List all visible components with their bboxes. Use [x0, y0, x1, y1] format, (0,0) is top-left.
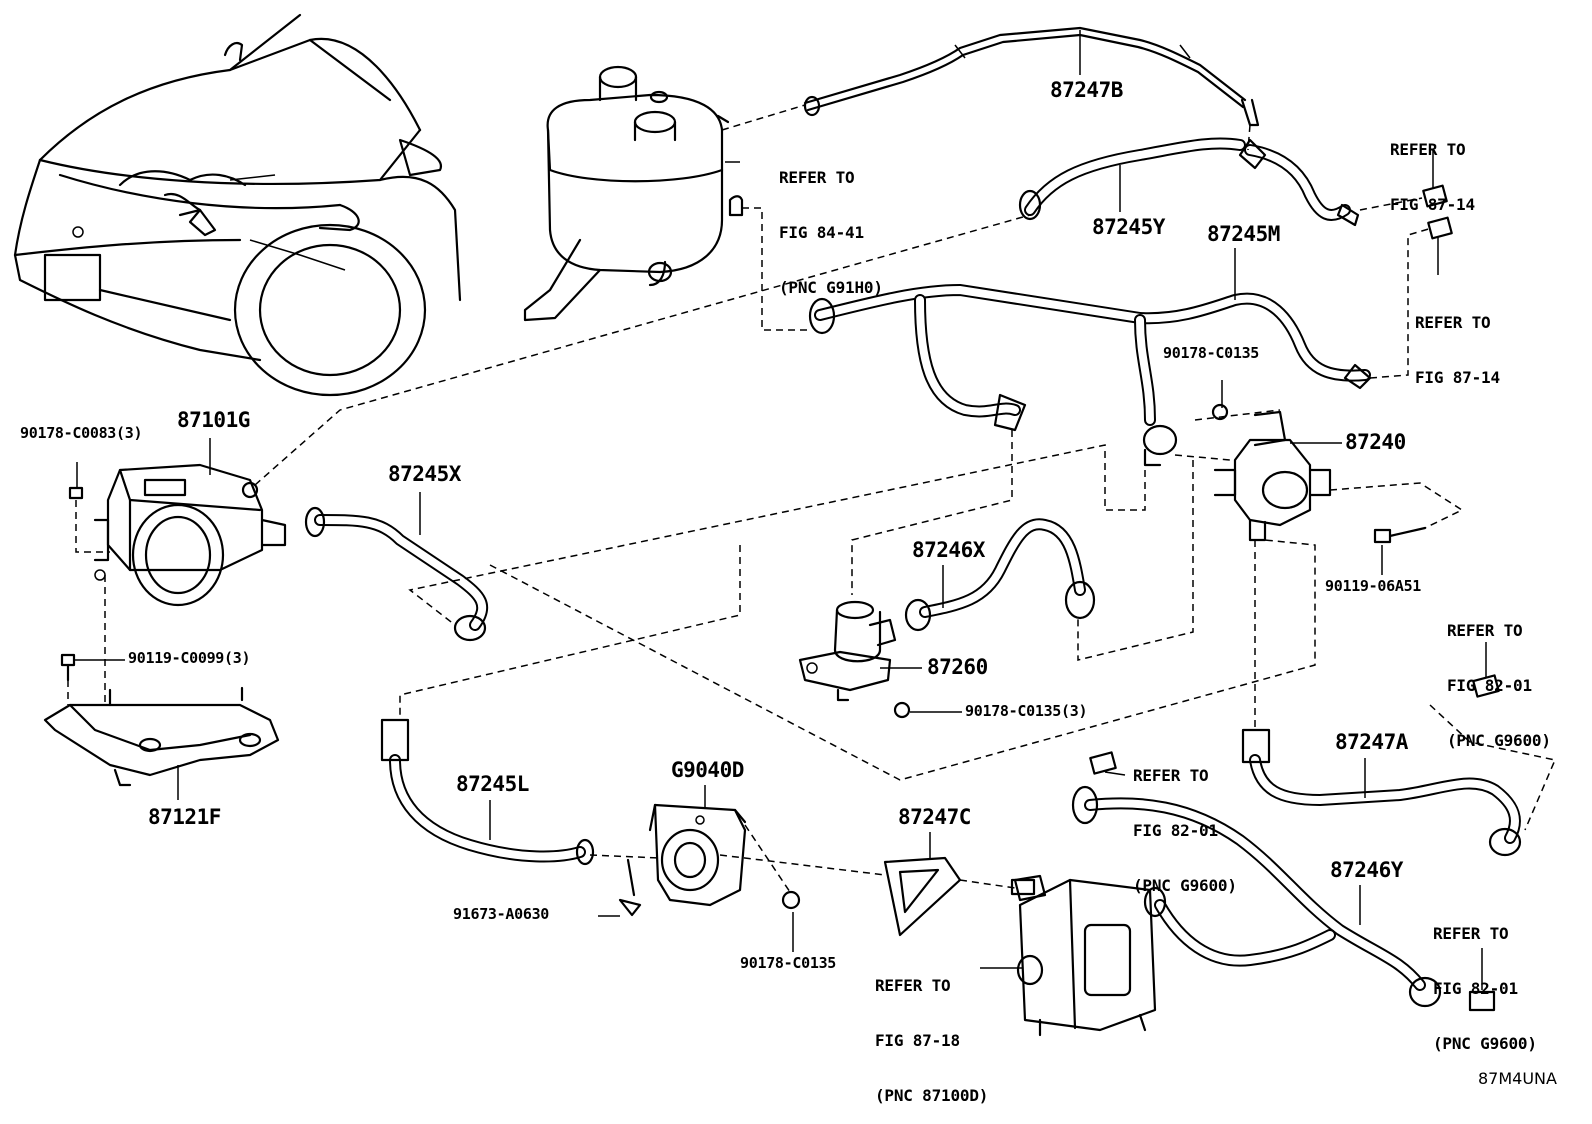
label-fastener-f3: 90178-C0135 [1163, 344, 1260, 362]
connection-lines [67, 104, 1557, 893]
label-87121F: 87121F [148, 805, 221, 829]
label-87245M: 87245M [1207, 222, 1280, 246]
heater-unit [1013, 874, 1157, 1037]
label-87247B: 87247B [1050, 78, 1123, 102]
label-fastener-f5: 90178-C0135(3) [965, 702, 1088, 720]
label-87240: 87240 [1345, 430, 1406, 454]
ref-line: REFER TO [1133, 765, 1209, 785]
ref-fig-87-14-lower: REFER TO FIG 87-14 [1415, 277, 1500, 406]
ref-line: FIG 82-01 [1447, 675, 1532, 695]
diagram-drawing [13, 13, 1557, 1037]
ref-fig-84-41: REFER TO FIG 84-41 (PNC G91H0) [779, 132, 883, 316]
label-87247A: 87247A [1335, 730, 1408, 754]
label-fastener-f7: 90178-C0135 [740, 954, 837, 972]
ref-line: REFER TO [1415, 312, 1491, 332]
label-fastener-f1: 90178-C0083(3) [20, 424, 143, 442]
ref-fig-87-18: REFER TO FIG 87-18 (PNC 87100D) [875, 940, 988, 1124]
label-G9040D: G9040D [671, 758, 744, 782]
pump-87101G [93, 463, 287, 607]
label-fastener-f2: 90119-C0099(3) [128, 649, 251, 667]
ref-line: FIG 87-14 [1415, 367, 1500, 387]
label-87245L: 87245L [456, 772, 529, 796]
ref-line: FIG 82-01 [1433, 978, 1518, 998]
ref-line: FIG 87-14 [1390, 194, 1475, 214]
reservoir-tank [523, 65, 744, 322]
label-87245Y: 87245Y [1092, 215, 1165, 239]
valve-87240 [1213, 410, 1332, 542]
label-fastener-f6: 91673-A0630 [453, 905, 550, 923]
ref-fig-82-01-bottom: REFER TO FIG 82-01 (PNC G9600) [1433, 888, 1537, 1072]
pump-G9040D [648, 803, 747, 907]
label-87246X: 87246X [912, 538, 985, 562]
ref-line: (PNC G9600) [1433, 1034, 1537, 1054]
bracket-87121F [43, 686, 280, 787]
ref-fig-82-01-right: REFER TO FIG 82-01 (PNC G9600) [1447, 585, 1551, 769]
parts-diagram: 87247B 87245Y 87245M 87101G 87245X 87240… [13, 13, 1557, 1105]
ref-line: (PNC G9600) [1447, 731, 1551, 751]
vehicle-illustration [13, 13, 462, 397]
ref-line: (PNC G9600) [1133, 876, 1237, 896]
diagram-code: 87M4UNA [1478, 1069, 1557, 1088]
ref-fig-87-14-upper: REFER TO FIG 87-14 [1390, 104, 1475, 233]
label-87245X: 87245X [388, 462, 461, 486]
ref-line: (PNC 87100D) [875, 1086, 989, 1106]
ref-line: REFER TO [1447, 620, 1523, 640]
label-fastener-f4: 90119-06A51 [1325, 577, 1422, 595]
ref-line: REFER TO [1390, 139, 1466, 159]
label-87247C: 87247C [898, 805, 971, 829]
ref-line: REFER TO [1433, 923, 1509, 943]
ref-line: REFER TO [779, 167, 855, 187]
ref-line: FIG 82-01 [1133, 820, 1218, 840]
ref-line: REFER TO [875, 975, 951, 995]
label-87101G: 87101G [177, 408, 250, 432]
pump-87260 [798, 600, 897, 702]
ref-line: FIG 87-18 [875, 1030, 960, 1050]
ref-line: FIG 84-41 [779, 222, 864, 242]
fasteners [60, 403, 1427, 917]
leader-lines [74, 30, 1487, 990]
ref-line: (PNC G91H0) [779, 278, 883, 298]
ref-fig-82-01-middle: REFER TO FIG 82-01 (PNC G9600) [1133, 730, 1237, 914]
label-87260: 87260 [927, 655, 988, 679]
label-87246Y: 87246Y [1330, 858, 1403, 882]
